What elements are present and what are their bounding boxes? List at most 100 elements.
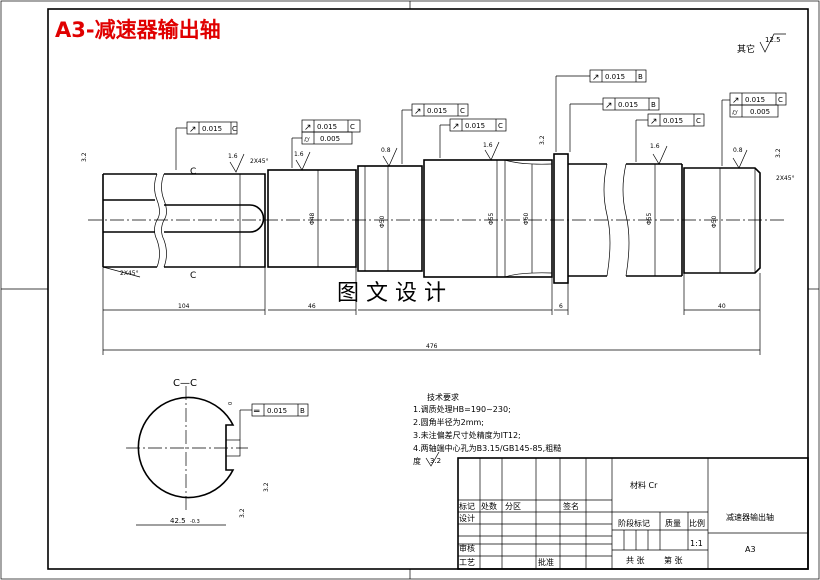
note-line-3: 3.未注偏差尺寸处精度为IT12; (413, 430, 521, 440)
gdt-frame-6: ↗ 0.015 B (569, 97, 660, 152)
length-dims: 104 46 6 40 476 (102, 267, 761, 355)
tb-count: 处数 (481, 501, 497, 511)
svg-text:0.015: 0.015 (618, 101, 638, 109)
section-dims: 42.5 -0.3 3.2 3.2 0 (136, 402, 270, 526)
shaft-shoulder (553, 153, 569, 284)
diameter-dims: Φ48 Φ50 Φ55 Φ60 Φ55 Φ50 (309, 160, 721, 277)
svg-text:3.2: 3.2 (81, 152, 88, 162)
tb-approve: 批准 (538, 557, 554, 567)
svg-text:1.6: 1.6 (228, 153, 238, 160)
svg-text:0.015: 0.015 (465, 122, 485, 130)
svg-text:⌭: ⌭ (304, 135, 310, 144)
tb-zone: 分区 (505, 502, 521, 511)
svg-text:↗: ↗ (650, 117, 658, 127)
svg-text:46: 46 (308, 303, 316, 310)
svg-text:C: C (350, 123, 355, 131)
svg-text:↗: ↗ (189, 125, 197, 135)
tb-mark: 标记 (459, 501, 475, 511)
dia-label-1: Φ48 (309, 212, 316, 225)
svg-text:3.2: 3.2 (539, 135, 546, 145)
gdt-frame-5: ↗ 0.015 B (555, 69, 647, 152)
tb-scale-label: 比例 (689, 518, 705, 528)
svg-text:C: C (232, 125, 237, 133)
tb-material: 材料 Cr (630, 480, 658, 490)
section-gdt: ═ 0.015 B (239, 403, 309, 440)
title-block: 标记 处数 分区 签名 设计 审核 工艺 批准 材料 Cr 减速器输出轴 阶段标… (457, 457, 809, 570)
note-line-5: 度 (413, 456, 421, 466)
datum-c-bottom: C (190, 271, 196, 281)
tb-review: 审核 (459, 543, 475, 553)
shaft-segment-4 (423, 159, 553, 278)
notes-heading: 技术要求 (427, 392, 459, 402)
svg-text:C: C (460, 107, 465, 115)
svg-text:6: 6 (559, 303, 563, 310)
tb-process: 工艺 (459, 558, 475, 567)
svg-text:3.2: 3.2 (775, 148, 782, 158)
note-line-1: 1.调质处理HB=190~230; (413, 404, 511, 414)
svg-text:0.8: 0.8 (381, 147, 391, 154)
svg-text:0.005: 0.005 (320, 135, 340, 143)
svg-text:0.015: 0.015 (427, 107, 447, 115)
svg-text:═: ═ (253, 407, 260, 417)
tb-part-name: 减速器输出轴 (726, 512, 774, 522)
svg-text:↗: ↗ (605, 101, 613, 111)
roughness-marks: 1.6 1.6 0.8 1.6 1.6 0.8 3.2 3.2 3.2 (81, 135, 782, 173)
section-label: C—C (173, 378, 197, 389)
svg-text:↗: ↗ (304, 123, 312, 133)
gdt-frame-8: ↗ ⌭ 0.015 C 0.005 (721, 92, 787, 166)
svg-text:3.2: 3.2 (430, 457, 441, 465)
chamfer-right: 2X45° (776, 175, 795, 182)
svg-text:0.015: 0.015 (202, 125, 222, 133)
gdt-frame-3: ↗ 0.015 C (401, 103, 469, 164)
gdt-frame-1: ↗ 0.015 C (175, 121, 238, 170)
svg-text:↗: ↗ (732, 96, 740, 106)
dia-label-4: Φ60 (523, 212, 530, 225)
tb-total: 共 张 (626, 556, 645, 565)
svg-text:B: B (300, 407, 305, 415)
dia-label-3: Φ55 (488, 212, 495, 225)
dia-label-2: Φ50 (379, 215, 386, 228)
tb-sign: 签名 (563, 501, 579, 511)
svg-text:0.015: 0.015 (663, 117, 683, 125)
svg-text:104: 104 (178, 303, 190, 310)
tb-size: A3 (745, 545, 756, 554)
svg-text:↗: ↗ (592, 73, 600, 83)
svg-text:0.015: 0.015 (605, 73, 625, 81)
note-line-2: 2.圆角半径为2mm; (413, 417, 484, 427)
tb-weight: 质量 (665, 518, 681, 528)
shaft-segment-5 (568, 163, 683, 277)
shaft-left-end (102, 173, 266, 268)
tech-notes: 技术要求 1.调质处理HB=190~230; 2.圆角半径为2mm; 3.未注偏… (413, 392, 561, 467)
svg-text:C: C (778, 96, 783, 104)
section-tol: -0.3 (190, 519, 200, 525)
svg-text:⌭: ⌭ (732, 108, 738, 117)
svg-text:40: 40 (718, 303, 726, 310)
tb-stage: 阶段标记 (618, 518, 650, 528)
roughness-other-label: 其它 (737, 43, 755, 55)
svg-text:C: C (498, 122, 503, 130)
svg-text:B: B (651, 101, 656, 109)
tb-design: 设计 (459, 513, 475, 523)
gdt-frame-2: ↗ ⌭ 0.015 C 0.005 (291, 119, 361, 168)
watermark: 图 文 设 计 (337, 281, 446, 306)
shaft-right-end (683, 167, 761, 274)
gdt-frame-7: ↗ 0.015 C (635, 113, 705, 162)
svg-text:1.6: 1.6 (294, 151, 304, 158)
svg-text:B: B (638, 73, 643, 81)
svg-text:1.6: 1.6 (483, 142, 493, 149)
svg-text:0.8: 0.8 (733, 147, 743, 154)
svg-text:0.015: 0.015 (745, 96, 765, 104)
section-view (126, 386, 248, 512)
tb-scale: 1:1 (690, 539, 703, 548)
gdt-frame-4: ↗ 0.015 C (439, 118, 507, 158)
datum-c-top: C (190, 167, 196, 177)
dia-label-5: Φ55 (646, 212, 653, 225)
svg-text:↗: ↗ (414, 107, 422, 117)
svg-text:476: 476 (426, 343, 438, 350)
section-width: 42.5 (170, 517, 186, 525)
chamfer-mid: 2X45° (250, 158, 269, 165)
svg-text:1.6: 1.6 (650, 143, 660, 150)
svg-text:0.005: 0.005 (750, 108, 770, 116)
roughness-other-value: 12.5 (765, 36, 781, 44)
